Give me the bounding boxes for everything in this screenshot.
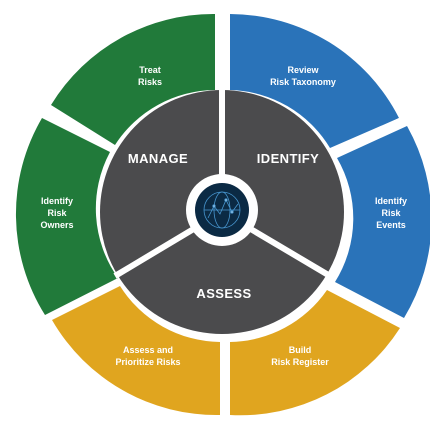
outer-segment-assess-prioritize[interactable] <box>52 286 220 416</box>
divider-upper-left <box>44 106 118 154</box>
label-line: Events <box>376 220 406 230</box>
inner-label-manage: MANAGE <box>128 151 188 166</box>
label-line: Owners <box>40 220 73 230</box>
label-line: Risks <box>138 77 162 87</box>
label-line: Build <box>289 345 312 355</box>
outer-ring <box>15 13 430 416</box>
label-line: Assess and <box>123 345 173 355</box>
outer-segment-treat-risks[interactable] <box>51 13 215 145</box>
label-line: Review <box>287 65 319 75</box>
label-line: Risk Register <box>271 357 329 367</box>
outer-segment-identify-events[interactable] <box>335 126 430 318</box>
outer-segment-identify-owners[interactable] <box>15 118 118 315</box>
network-globe-icon <box>203 191 241 229</box>
label-line: Risk <box>47 208 67 218</box>
label-line: Risk <box>381 208 401 218</box>
label-line: Risk Taxonomy <box>270 77 336 87</box>
outer-dividers <box>44 106 405 156</box>
label-line: Treat <box>139 65 161 75</box>
label-line: Identify <box>375 196 407 206</box>
outer-segment-review-taxonomy[interactable] <box>230 14 399 148</box>
inner-label-assess: ASSESS <box>196 286 251 301</box>
outer-segment-build-register[interactable] <box>230 290 400 416</box>
divider-upper-right <box>331 116 405 156</box>
label-line: Identify <box>41 196 73 206</box>
label-line: Prioritize Risks <box>115 357 180 367</box>
inner-label-identify: IDENTIFY <box>257 151 319 166</box>
